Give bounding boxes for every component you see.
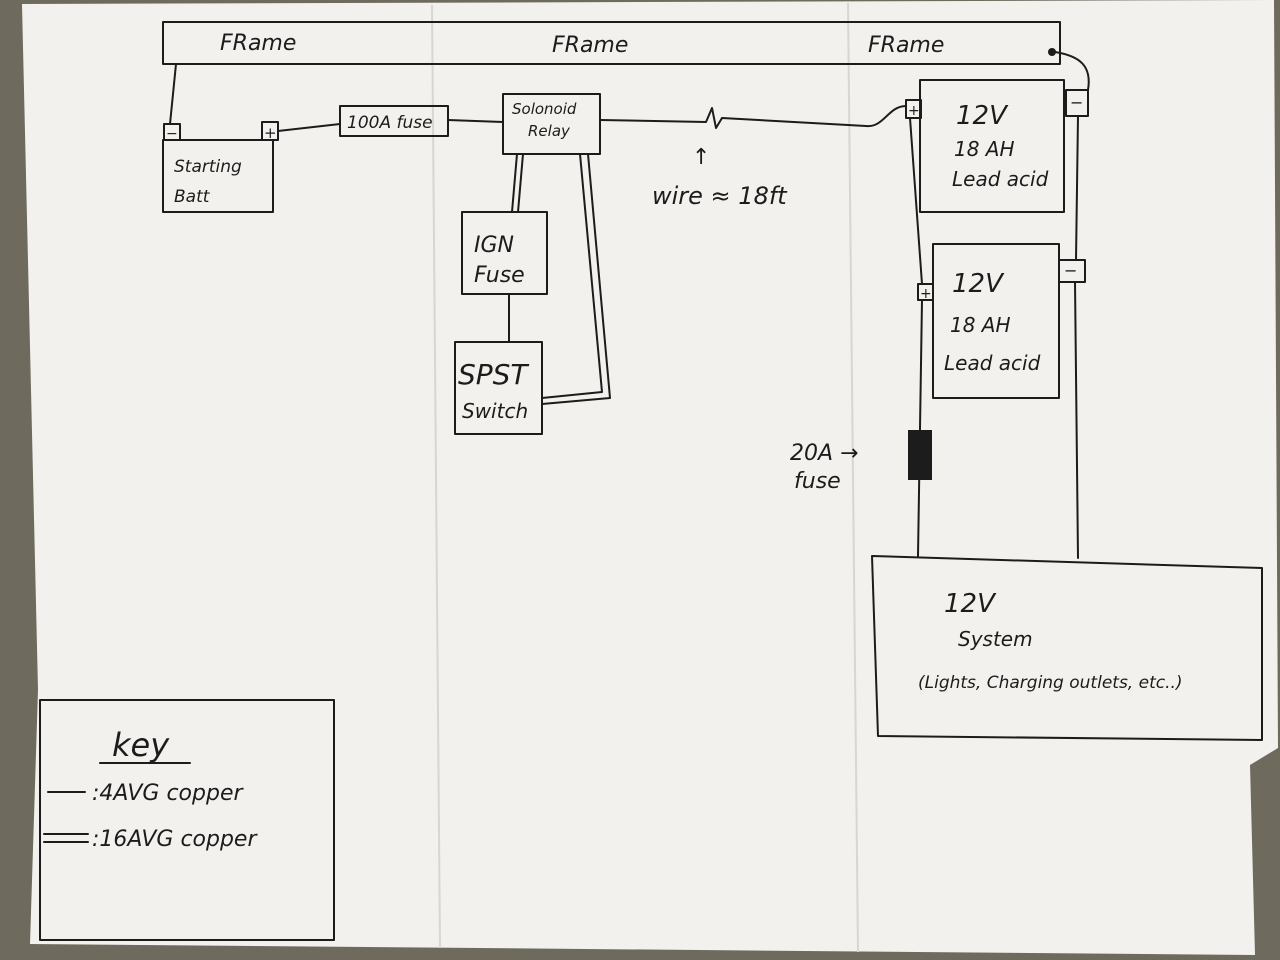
wire-battery-top-neg-to-bottom-neg xyxy=(1075,115,1079,261)
starting-battery-pos-label: + xyxy=(264,124,277,142)
battery-bottom-pos-terminal xyxy=(917,283,934,301)
wire-starting-pos-to-fuse xyxy=(277,123,341,132)
battery-bottom-label-2: 18 AH xyxy=(950,313,1011,337)
battery-bottom-neg-label: − xyxy=(1064,261,1077,280)
ign-fuse-label-1: IGN xyxy=(474,233,514,258)
system-label-3: (Lights, Charging outlets, etc..) xyxy=(918,673,1183,693)
frame-bar xyxy=(162,21,1061,65)
starting-battery-box xyxy=(162,139,274,213)
battery-top-label-3: Lead acid xyxy=(952,167,1049,191)
battery-bottom-box xyxy=(932,243,1060,399)
battery-top-pos-terminal xyxy=(905,99,922,119)
starting-battery-neg-terminal xyxy=(163,123,181,141)
fuse-20a-label-2: fuse xyxy=(794,469,841,494)
frame-label-2: FRame xyxy=(552,33,628,58)
system-label-1: 12V xyxy=(944,589,997,619)
starting-battery-label-1: Starting xyxy=(174,157,242,177)
wire-relay-to-switch-a xyxy=(541,153,603,399)
key-box xyxy=(39,699,335,941)
wire-relay-to-ign-fuse-b xyxy=(517,153,524,213)
paper-fold-left xyxy=(431,4,441,949)
battery-bottom-label-3: Lead acid xyxy=(944,351,1041,375)
starting-battery-neg-label: − xyxy=(166,126,178,142)
wire-frame-to-battery-top-neg xyxy=(1054,51,1090,91)
battery-bottom-label-1: 12V xyxy=(952,269,1005,299)
system-box xyxy=(871,555,1263,741)
spst-switch-label-1: SPST xyxy=(458,358,529,391)
wire-relay-to-ign-fuse-a xyxy=(511,153,518,213)
fuse-100a-label: 100A fuse xyxy=(347,113,433,133)
battery-top-label-2: 18 AH xyxy=(954,137,1015,161)
battery-bottom-pos-label: + xyxy=(920,286,932,302)
fuse-20a-block xyxy=(908,430,932,480)
fuse-20a-label-1: 20A → xyxy=(790,441,858,466)
wire-note-text: wire ≈ 18ft xyxy=(652,182,788,210)
paper-sheet xyxy=(22,0,1278,955)
spst-switch-label-2: Switch xyxy=(462,399,528,423)
ign-fuse-box xyxy=(461,211,548,295)
battery-top-pos-label: + xyxy=(908,103,920,119)
frame-label-3: FRame xyxy=(868,33,944,58)
system-label-2: System xyxy=(958,627,1033,651)
relay-label-1: Solonoid xyxy=(512,100,577,118)
relay-label-2: Relay xyxy=(528,122,571,140)
wire-batt-top-pos-to-bottom-pos xyxy=(909,117,923,285)
wire-relay-to-battery-top xyxy=(599,105,907,129)
ign-fuse-label-2: Fuse xyxy=(474,263,525,288)
wire-frame-to-starting-neg xyxy=(169,63,177,125)
wire-batt-bottom-neg-to-system xyxy=(1074,281,1079,559)
battery-top-box xyxy=(919,79,1065,213)
battery-top-neg-label: − xyxy=(1070,93,1083,112)
battery-bottom-neg-terminal xyxy=(1058,259,1086,283)
wire-fuse-to-relay xyxy=(447,119,504,123)
battery-top-label-1: 12V xyxy=(956,101,1009,131)
wire-batt-bottom-pos-to-system xyxy=(917,299,923,557)
frame-ground-point xyxy=(1048,48,1056,56)
spst-switch-box xyxy=(454,341,543,435)
relay-box xyxy=(502,93,601,155)
key-item-4avg-label: :4AVG copper xyxy=(92,781,244,806)
key-title: key xyxy=(112,726,170,764)
key-item-16avg-label: :16AVG copper xyxy=(92,827,258,852)
wire-note-arrow: ↑ xyxy=(692,145,710,170)
starting-battery-label-2: Batt xyxy=(174,187,211,207)
frame-label-1: FRame xyxy=(220,31,296,56)
wire-relay-to-switch-b xyxy=(541,153,611,405)
paper-fold-right xyxy=(847,2,859,953)
